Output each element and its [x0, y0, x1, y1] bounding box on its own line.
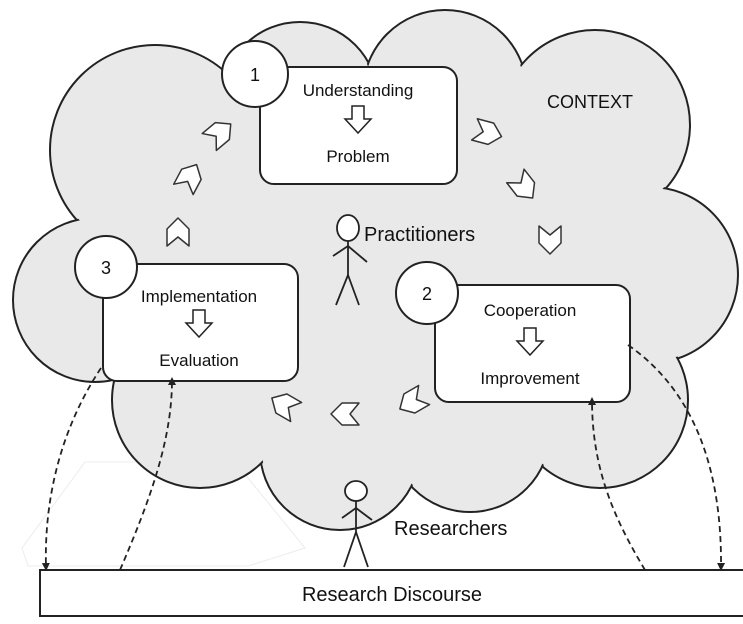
chevron-arrow-icon	[330, 402, 360, 426]
context-label: CONTEXT	[547, 92, 633, 112]
chevron-arrow-icon	[505, 168, 536, 199]
dashed-arrow-step3-to-discourse	[41, 367, 102, 571]
step-2-number-badge	[395, 261, 459, 325]
step-1-top-label: Understanding	[303, 81, 414, 100]
step-2-number: 2	[422, 284, 432, 304]
step-2-box: 2 Cooperation Improvement	[395, 261, 631, 403]
chevron-arrow-icon	[470, 118, 503, 146]
down-arrow-icon	[184, 309, 214, 339]
step-3-number-badge	[74, 235, 138, 299]
step-3-top-label: Implementation	[141, 287, 257, 306]
chevron-arrow-icon	[271, 393, 303, 423]
step-3-box: 3 Implementation Evaluation	[74, 235, 299, 382]
step-2-top-label: Cooperation	[484, 301, 577, 320]
chevron-arrow-icon	[201, 121, 232, 152]
practitioners-figure-icon	[332, 214, 368, 306]
chevron-arrow-icon	[172, 163, 202, 196]
step-1-bottom-label: Problem	[326, 147, 389, 166]
dashed-arrow-step2-to-discourse	[627, 344, 726, 571]
dashed-arrow-discourse-to-step2	[588, 397, 646, 571]
step-1-box: 1 Understanding Problem	[221, 40, 458, 185]
chevron-arrow-icon	[399, 384, 431, 414]
researchers-figure-icon	[341, 480, 373, 568]
practitioners-label: Practitioners	[364, 224, 475, 246]
chevron-arrow-icon	[166, 217, 190, 247]
step-1-number-badge	[221, 40, 289, 108]
step-1-number: 1	[250, 65, 260, 85]
step-3-bottom-label: Evaluation	[159, 351, 238, 370]
down-arrow-icon	[515, 327, 545, 357]
step-2-bottom-label: Improvement	[480, 369, 579, 388]
chevron-arrow-icon	[538, 225, 562, 255]
research-discourse-label: Research Discourse	[302, 584, 482, 606]
down-arrow-icon	[343, 105, 373, 135]
researchers-label: Researchers	[394, 518, 507, 540]
dashed-arrow-discourse-to-step3	[119, 377, 176, 571]
step-3-number: 3	[101, 258, 111, 278]
research-discourse-bar	[39, 569, 743, 617]
